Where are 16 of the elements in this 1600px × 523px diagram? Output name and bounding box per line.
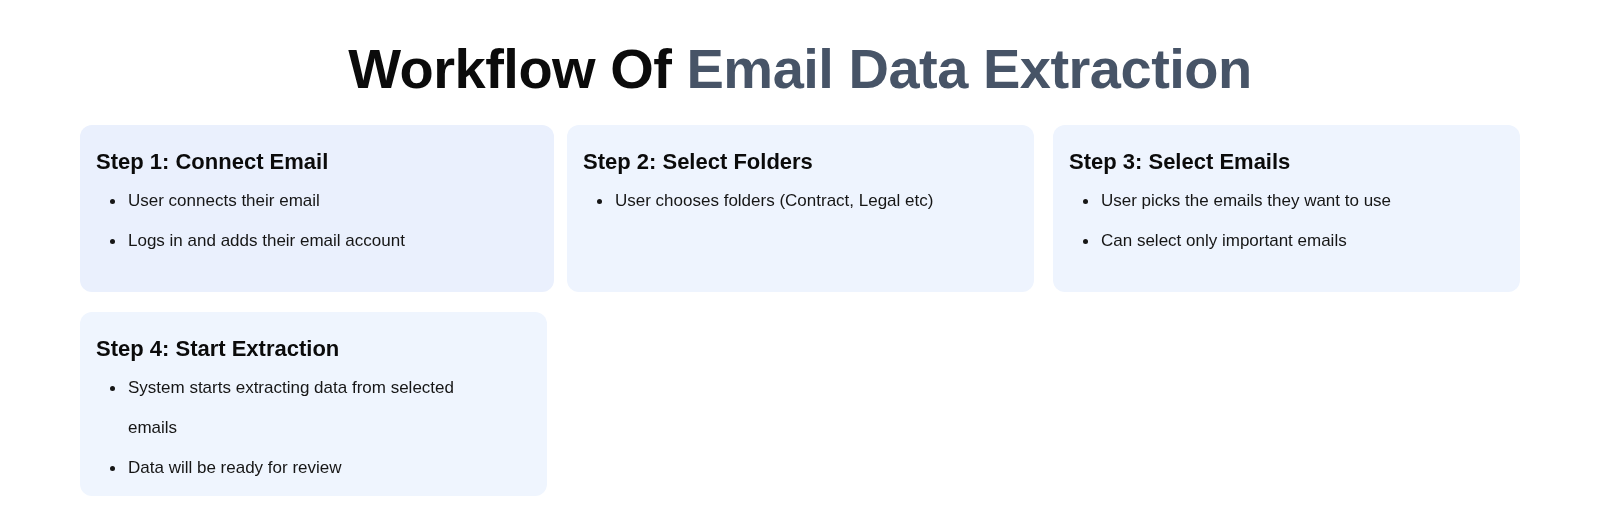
- bullet-point: Data will be ready for review: [96, 448, 487, 488]
- bullet-point: System starts extracting data from selected emails: [96, 368, 487, 448]
- step-heading: Step 2: Select Folders: [583, 148, 814, 176]
- bullet-point: User picks the emails they want to use: [1069, 181, 1504, 221]
- bullet-point: User chooses folders (Contract, Legal etc): [583, 181, 1018, 221]
- step-card: [80, 312, 547, 496]
- step-heading: Step 3: Select Emails: [1069, 148, 1292, 176]
- diagram-title: Workflow Of Email Data Extraction: [348, 36, 1252, 102]
- step-card: [1053, 125, 1520, 292]
- step-heading: Step 1: Connect Email: [96, 148, 330, 176]
- step-card: [80, 125, 554, 292]
- step-heading: Step 4: Start Extraction: [96, 335, 341, 363]
- bullet-point: Can select only important emails: [1069, 221, 1504, 261]
- step-card: [567, 125, 1034, 292]
- bullet-point: Logs in and adds their email account: [96, 221, 538, 261]
- bullet-point: User connects their email: [96, 181, 538, 221]
